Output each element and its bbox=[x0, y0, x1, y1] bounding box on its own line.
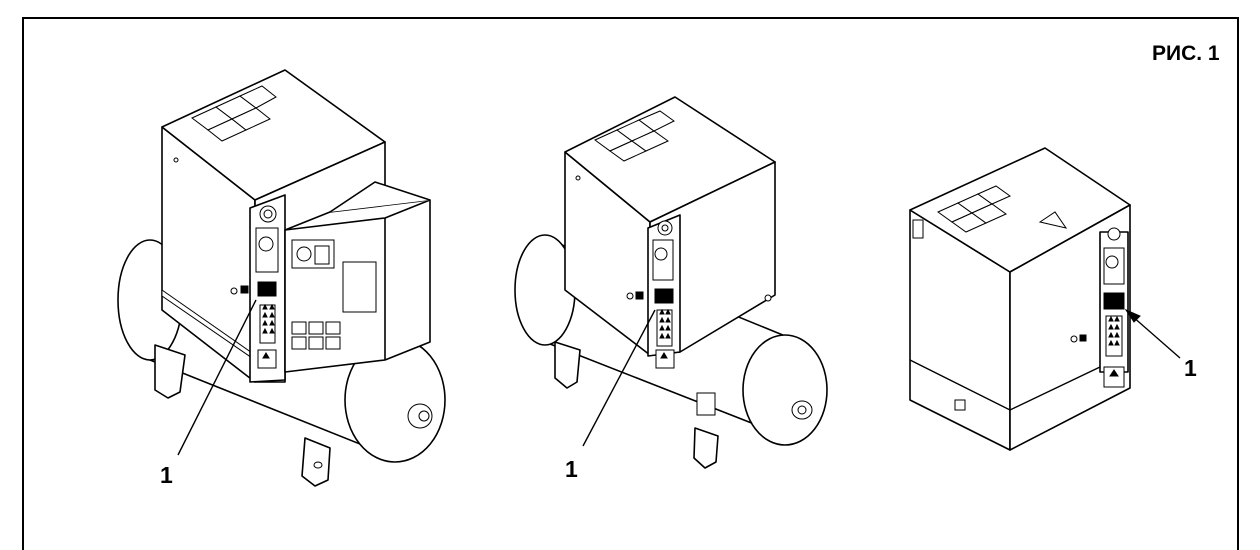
figure-frame bbox=[22, 17, 1239, 550]
callout-label-middle: 1 bbox=[565, 456, 578, 482]
callout-label-left: 1 bbox=[160, 462, 173, 488]
figure-title: РИС. 1 bbox=[1152, 42, 1220, 65]
compressor-tank-dryer-drawing bbox=[117, 69, 446, 487]
compressor-tank-drawing bbox=[514, 96, 828, 469]
compressor-base-drawing bbox=[909, 147, 1181, 451]
callout-label-right: 1 bbox=[1184, 355, 1197, 381]
